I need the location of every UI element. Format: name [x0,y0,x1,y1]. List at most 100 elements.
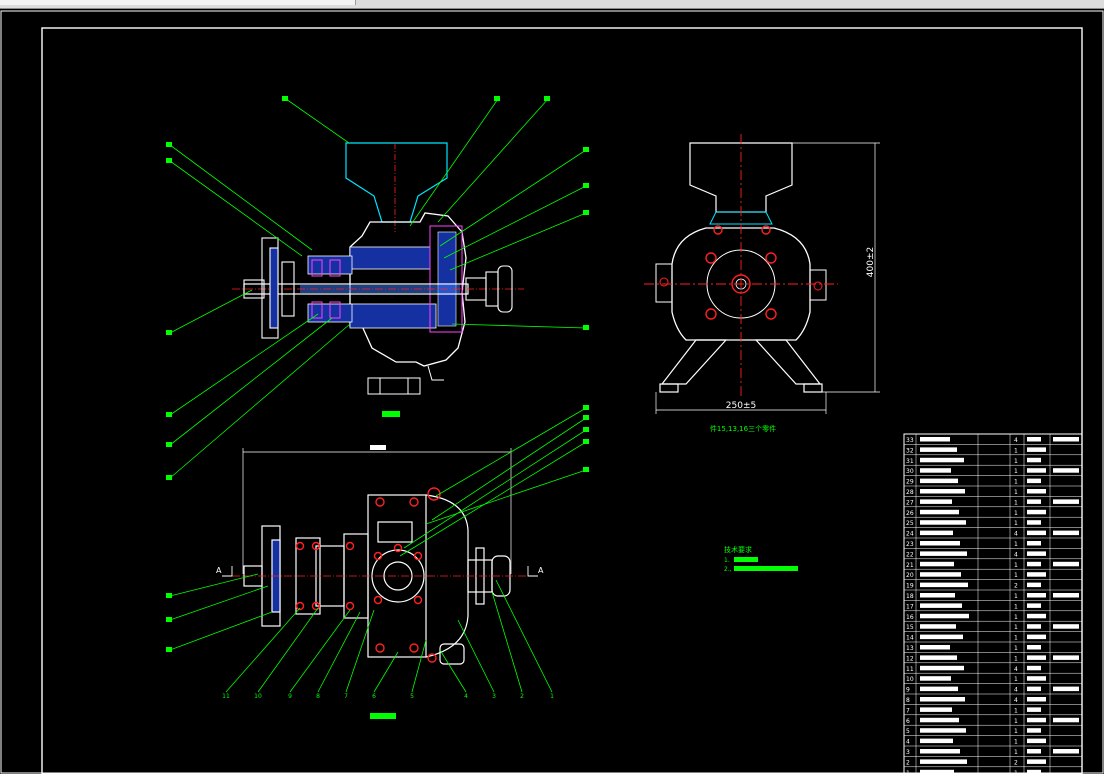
bom-row-qty: 1 [1014,499,1018,506]
bom-row-material [1027,697,1046,702]
bom-row-name [920,582,968,588]
bom-row-material [1027,634,1046,640]
bom-row-qty: 1 [1014,655,1018,662]
bom-row-note [1053,468,1079,473]
bom-row-note [1053,717,1079,723]
bom-row-material [1027,769,1041,774]
base-feet [367,365,444,395]
bom-row-qty: 1 [1014,718,1018,725]
bom-row-number: 3 [906,749,910,756]
bom-row-note [1053,686,1079,692]
bom-row-name [920,541,960,546]
bom-row-number: 30 [906,468,914,475]
bom-row-note [1053,624,1079,629]
bom-row-qty: 1 [1014,562,1018,569]
bom-row-number: 11 [906,666,914,673]
bom-row-number: 16 [906,614,914,621]
bom-row-qty: 1 [1014,479,1018,486]
balloon-4: 4 [464,693,468,700]
bom-row-qty: 1 [1014,624,1018,631]
bom-row-name [920,717,959,723]
bom-row-name [920,489,965,494]
pulley [243,237,295,339]
tech-notes: 技术要求 1. 2., [724,545,798,573]
bom-row-number: 29 [906,479,914,486]
bom-row-number: 17 [906,603,914,610]
bom-row-material [1027,665,1041,671]
bom-row-name [920,593,955,598]
bom-row-qty: 1 [1014,614,1018,621]
bom-row-material [1027,530,1046,536]
bom-row-number: 10 [906,676,914,683]
bom-row-material [1027,593,1046,598]
bom-row-note [1053,561,1079,567]
bom-row-name [920,728,966,733]
bom-row-material [1027,613,1046,619]
bottom-view-caption [370,713,396,719]
drawing-tab[interactable] [0,0,356,5]
bom-row-number: 32 [906,447,914,454]
bom-row-name [920,499,952,504]
balloon-5: 5 [410,693,414,700]
bom-row-qty: 2 [1014,583,1018,590]
bom-row: 32 1 [906,447,1046,454]
bom-row-note [1053,499,1079,504]
bom-row-material [1027,624,1041,629]
bom-row-number: 5 [906,728,910,735]
bom-row-qty: 1 [1014,749,1018,756]
side-legs [659,339,823,393]
bom-row-note [1053,530,1079,536]
section-balloons [166,96,589,480]
bom-row-qty: 1 [1014,541,1018,548]
bom-row-name [920,457,964,463]
bom-row-material [1027,509,1046,515]
bom-row-number: 24 [906,531,914,538]
bom-row-name [920,769,954,774]
bom-row-number: 13 [906,645,914,652]
pump-body-outline [349,212,467,367]
bom-row-number: 4 [906,739,910,746]
bom-row-number: 7 [906,707,910,714]
bom-row-material [1027,478,1041,484]
bom-row-material [1027,551,1046,556]
bom-row-material [1027,520,1041,525]
bom-row-qty: 1 [1014,728,1018,735]
window-title-bar [0,0,1104,9]
side-view: 400±2 250±5 件15,13,16三个零件 [644,134,880,433]
bom-row-number: 31 [906,458,914,465]
bom-row-material [1027,603,1041,608]
bom-row-name [920,655,957,660]
bom-row-number: 1 [906,770,910,774]
section-leaders [169,98,587,479]
bom-row-qty: 1 [1014,635,1018,642]
bom-row-name [920,634,963,640]
bom-row-name [920,686,958,692]
bom-row-name [920,707,952,712]
bom-row-qty: 4 [1014,697,1018,704]
bom-row-number: 6 [906,718,910,725]
bom-row-name [920,530,953,536]
bom-row-name [920,603,962,608]
bom-row-name [920,447,957,452]
bom-row-name [920,437,950,442]
balloon-3: 3 [492,693,496,700]
bom-row-qty: 4 [1014,551,1018,558]
side-ears [655,263,827,303]
bom-row-qty: 1 [1014,447,1018,454]
bom-row: 16 1 [906,613,1046,621]
bom-row-name [920,572,961,577]
